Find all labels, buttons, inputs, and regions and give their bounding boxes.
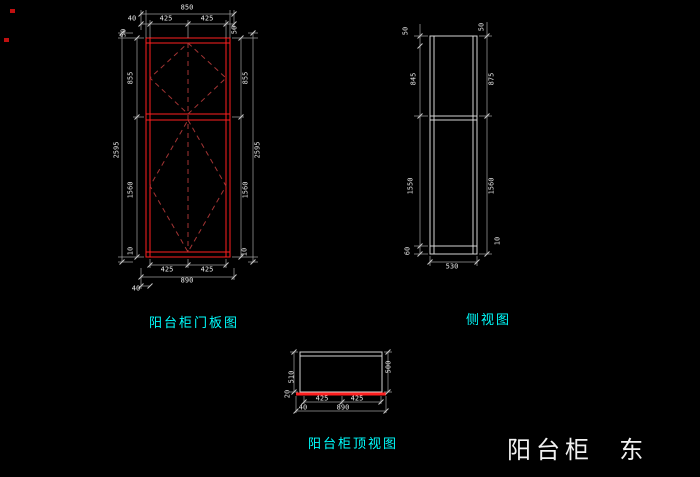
dim-side-right-lower: 1560 bbox=[487, 177, 496, 195]
door-panel-view[interactable] bbox=[118, 10, 258, 289]
red-marker bbox=[10, 9, 15, 13]
dim-door-right-lower: 1560 bbox=[241, 181, 250, 199]
dim-side-top-left: 50 bbox=[401, 26, 410, 36]
dim-side-left-base: 60 bbox=[403, 246, 412, 256]
dim-door-top-right-50: 50 bbox=[230, 25, 239, 35]
dim-door-right-overall: 2595 bbox=[253, 141, 262, 159]
dim-door-seg-bottom-2: 425 bbox=[200, 265, 214, 274]
dim-door-left-foot: 10 bbox=[126, 246, 135, 256]
dim-door-right-foot: 10 bbox=[240, 247, 249, 257]
dim-side-right-base: 10 bbox=[493, 236, 502, 246]
dim-side-top-right: 50 bbox=[477, 22, 486, 32]
dim-top-overall: 890 bbox=[336, 403, 350, 412]
dim-door-offset-bottom: 40 bbox=[131, 284, 141, 293]
top-view-label: 阳台柜顶视图 bbox=[308, 437, 399, 452]
topview-outline[interactable] bbox=[299, 351, 383, 393]
dim-top-depth-right: 500 bbox=[384, 360, 393, 374]
dim-top-seg-1: 425 bbox=[315, 394, 329, 403]
side-view[interactable] bbox=[414, 22, 492, 266]
dim-door-top-left-50: 50 bbox=[119, 28, 128, 38]
drawing-title: 阳台柜 东 bbox=[507, 436, 649, 464]
dim-door-seg-bottom-1: 425 bbox=[160, 265, 174, 274]
dim-top-edge-left: 20 bbox=[283, 389, 292, 399]
door-bottom-panel-diamond[interactable] bbox=[149, 118, 227, 254]
dim-side-left-lower: 1550 bbox=[406, 177, 415, 195]
dim-top-depth-left: 510 bbox=[287, 370, 296, 384]
dim-side-left-upper: 845 bbox=[409, 72, 418, 86]
dim-door-right-upper: 855 bbox=[241, 71, 250, 85]
side-outline[interactable] bbox=[429, 35, 478, 255]
dim-door-left-upper: 855 bbox=[126, 71, 135, 85]
dim-door-left-overall: 2595 bbox=[112, 141, 121, 159]
side-view-label: 侧视图 bbox=[466, 313, 512, 328]
dim-side-right-upper: 875 bbox=[487, 72, 496, 86]
dim-door-overall-top: 850 bbox=[180, 3, 194, 12]
dim-top-offset: 40 bbox=[298, 403, 308, 412]
top-view[interactable] bbox=[290, 349, 392, 414]
door-top-panel-diamond[interactable] bbox=[149, 42, 227, 115]
dim-door-seg-top-2: 425 bbox=[200, 14, 214, 23]
door-panel-view-label: 阳台柜门板图 bbox=[149, 316, 240, 331]
dim-door-seg-top-1: 425 bbox=[159, 14, 173, 23]
red-marker bbox=[4, 38, 9, 42]
dim-door-left-lower: 1560 bbox=[126, 181, 135, 199]
dim-side-bottom-width: 530 bbox=[445, 262, 459, 271]
dim-door-overall-bottom: 890 bbox=[180, 276, 194, 285]
dim-top-seg-2: 425 bbox=[350, 394, 364, 403]
dim-door-offset-top: 40 bbox=[127, 14, 137, 23]
